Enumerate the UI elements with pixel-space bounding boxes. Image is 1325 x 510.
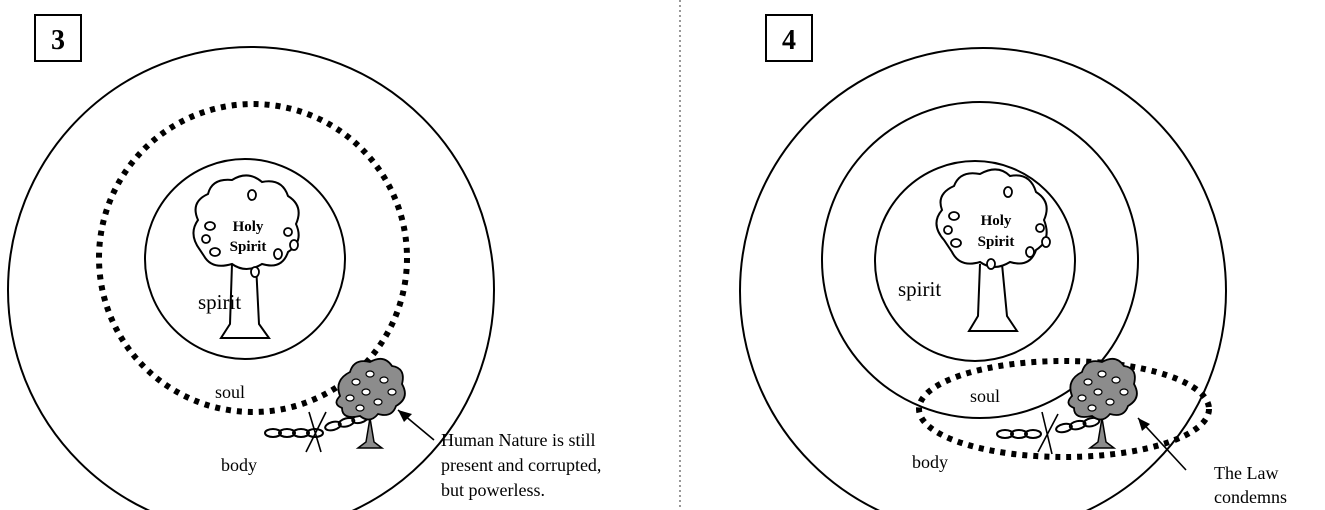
annotation-arrow-head [1138, 418, 1150, 431]
annotation-line-1: Human Nature is still [441, 430, 595, 450]
panel-4: 4 Holy Spirit spirit soul body [739, 14, 1287, 510]
body-circle [7, 46, 495, 510]
body-label: body [221, 455, 257, 475]
annotation-arrow-head [398, 410, 412, 422]
soul-circle-dotted [96, 101, 410, 415]
tree-label-holy: Holy [233, 219, 264, 235]
body-circle [739, 47, 1227, 510]
broken-chain-mark [1041, 411, 1053, 455]
tree-label-spirit: Spirit [978, 234, 1015, 250]
chain [996, 429, 1042, 439]
annotation-line-3: but powerless. [441, 480, 545, 500]
soul-circle [821, 101, 1139, 419]
panel-number-box [765, 14, 813, 62]
annotation-line-2: condemns [1214, 487, 1287, 507]
spirit-label: spirit [898, 277, 941, 301]
broken-chain-mark [308, 411, 322, 453]
chain-right [1055, 416, 1101, 434]
broken-chain-mark [1037, 413, 1059, 453]
spirit-label: spirit [198, 290, 241, 314]
annotation-line-1: The Law [1214, 463, 1278, 483]
broken-chain-mark [305, 411, 327, 453]
soul-ellipse-dotted [916, 358, 1212, 460]
spirit-circle [144, 158, 346, 360]
body-label: body [912, 452, 948, 472]
panel-number-box [34, 14, 82, 62]
annotation-line-2: present and corrupted, [441, 455, 601, 475]
holy-spirit-tree: Holy Spirit [192, 174, 300, 339]
spirit-circle [874, 160, 1076, 362]
soul-label: soul [970, 386, 1000, 406]
corrupt-nature-tree [1067, 357, 1138, 449]
panel-number: 4 [782, 25, 796, 56]
tree-label-spirit: Spirit [230, 239, 267, 255]
holy-spirit-tree: Holy Spirit [935, 168, 1051, 332]
corrupt-nature-tree [335, 357, 406, 449]
soul-label: soul [215, 382, 245, 402]
panel-number: 3 [51, 25, 65, 56]
panel-3: 3 Holy Spirit spirit soul body [7, 14, 601, 510]
tree-label-holy: Holy [981, 213, 1012, 229]
